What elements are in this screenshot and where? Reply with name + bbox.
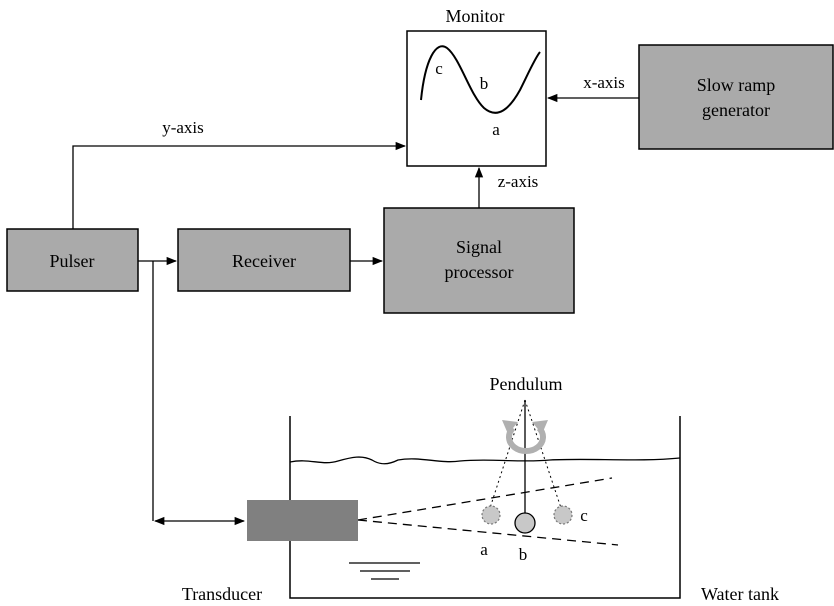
pulser-label: Pulser [50, 251, 95, 271]
z-axis-label: z-axis [498, 172, 539, 191]
receiver-label: Receiver [232, 251, 296, 271]
slow-ramp-label-line1: Slow ramp [697, 75, 776, 95]
y-axis-label: y-axis [162, 118, 204, 137]
bob-label-a: a [480, 540, 488, 559]
y-axis-arrow [72, 141, 407, 229]
transducer-label: Transducer [182, 584, 262, 604]
swing-arrowhead-left [502, 420, 518, 434]
receiver: Receiver [177, 228, 351, 292]
pendulum-label: Pendulum [489, 374, 562, 394]
pulser: Pulser [6, 228, 139, 292]
receiver-box [177, 228, 351, 292]
pendulum-bob-position-c [553, 505, 573, 525]
trace-label-a: a [492, 120, 500, 139]
monitor-trace [420, 45, 541, 114]
x-axis-label: x-axis [583, 73, 625, 92]
pendulum: Pendulum a b c [480, 374, 588, 564]
water-surface [289, 456, 681, 465]
pendulum-string-right [524, 399, 562, 509]
slow-ramp-generator-box [638, 44, 834, 150]
bob-label-b: b [519, 545, 528, 564]
monitor: Monitor c b a [406, 6, 547, 167]
beam-upper-edge [357, 477, 613, 521]
swing-arrowhead-right [532, 420, 548, 434]
pendulum-string-left [489, 399, 526, 509]
trace-label-b: b [480, 74, 489, 93]
slow-ramp-label-line2: generator [702, 100, 770, 120]
water-tank-label: Water tank [701, 584, 779, 604]
signal-processor-label-line1: Signal [456, 237, 502, 257]
slow-ramp-generator: Slow ramp generator [638, 44, 834, 150]
beam-lower-edge [357, 519, 619, 546]
signal-processor-label-line2: processor [445, 262, 514, 282]
bob-label-c: c [580, 506, 588, 525]
signal-processor-box [383, 207, 575, 314]
swing-arc-arrow [506, 425, 546, 454]
monitor-label: Monitor [445, 6, 504, 26]
trace-label-c: c [435, 59, 443, 78]
signal-processor: Signal processor [383, 207, 575, 314]
pulser-box [6, 228, 139, 292]
pendulum-bob-position-b [514, 512, 536, 534]
pendulum-bob-position-a [481, 505, 501, 525]
transducer [247, 500, 358, 541]
